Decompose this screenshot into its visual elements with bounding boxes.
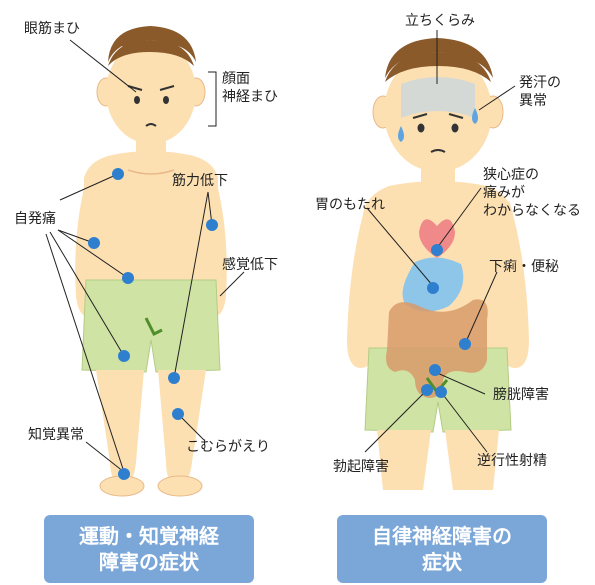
label-diarrhea-constipation: 下痢・便秘 bbox=[489, 258, 559, 276]
label-sensory-decline: 感覚低下 bbox=[222, 256, 278, 274]
label-angina-pain: 狭心症の 痛みが わからなくなる bbox=[483, 166, 581, 220]
right-title-line2: 症状 bbox=[372, 549, 512, 575]
left-leg bbox=[96, 370, 144, 484]
label-retrograde-ejaculation: 逆行性射精 bbox=[477, 452, 547, 470]
label-facial-nerve-palsy: 顔面 神経まひ bbox=[222, 70, 278, 106]
label-dizziness: 立ちくらみ bbox=[405, 12, 475, 30]
left-title-line1: 運動・知覚神経 bbox=[79, 523, 219, 549]
label-erectile-dysfunction: 勃起障害 bbox=[333, 458, 389, 476]
right-leg bbox=[158, 370, 206, 484]
left-panel-title: 運動・知覚神経 障害の症状 bbox=[44, 515, 254, 583]
label-sweating-abnormality: 発汗の 異常 bbox=[519, 74, 561, 110]
right-title-line1: 自律神経障害の bbox=[372, 523, 512, 549]
right-panel-title: 自律神経障害の 症状 bbox=[337, 515, 547, 583]
left-title-line2: 障害の症状 bbox=[79, 549, 219, 575]
motor-sensory-panel: 眼筋まひ 顔面 神経まひ 筋力低下 自発痛 感覚低下 知覚異常 こむらがえり 運… bbox=[0, 0, 298, 585]
label-stomach-heaviness: 胃のもたれ bbox=[315, 196, 385, 214]
label-leg-cramp: こむらがえり bbox=[186, 438, 270, 456]
label-eye-muscle-palsy: 眼筋まひ bbox=[24, 20, 80, 38]
label-muscle-weakness: 筋力低下 bbox=[172, 172, 228, 190]
label-spontaneous-pain: 自発痛 bbox=[14, 210, 56, 228]
label-bladder-disorder: 膀胱障害 bbox=[493, 386, 549, 404]
autonomic-panel: 立ちくらみ 発汗の 異常 狭心症の 痛みが わからなくなる 胃のもたれ 下痢・便… bbox=[297, 0, 595, 585]
label-sensory-abnormality: 知覚異常 bbox=[28, 426, 84, 444]
